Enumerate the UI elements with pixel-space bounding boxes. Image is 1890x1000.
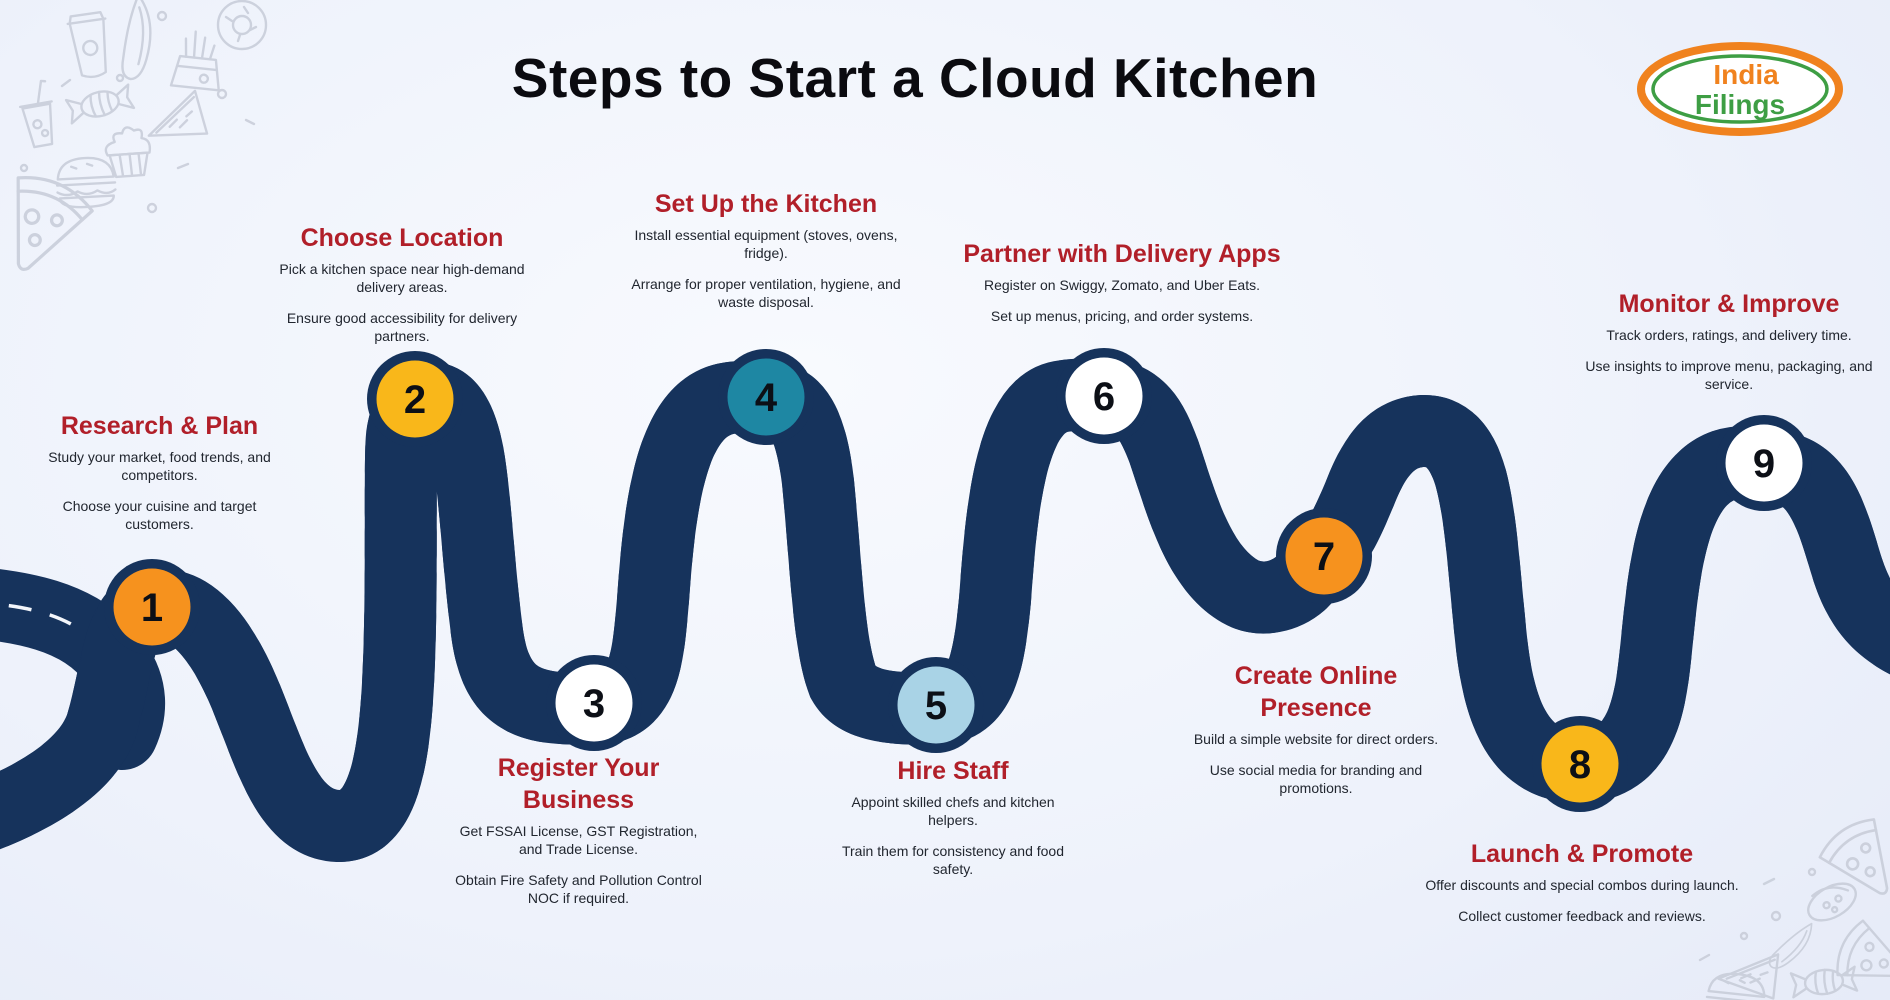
step-7-title: Create Online Presence <box>1234 662 1398 722</box>
indiafilings-logo: India Filings <box>1634 40 1846 143</box>
step-8-line-2: Collect customer feedback and reviews. <box>1458 908 1706 924</box>
step-3-marker: 3 <box>546 655 642 751</box>
step-8-number: 8 <box>1569 743 1591 787</box>
step-5-marker: 5 <box>888 657 984 753</box>
step-8-marker: 8 <box>1532 716 1628 812</box>
logo-text-filings: Filings <box>1695 89 1785 120</box>
step-4-text-block: Set Up the Kitchen Install essential equ… <box>630 188 902 311</box>
step-1-number: 1 <box>141 586 163 630</box>
step-1-circle <box>113 568 191 646</box>
step-6-line-1: Register on Swiggy, Zomato, and Uber Eat… <box>984 277 1260 293</box>
step-4-line-2: Arrange for proper ventilation, hygiene,… <box>631 276 901 310</box>
step-3-number: 3 <box>583 682 605 726</box>
step-6-number: 6 <box>1093 375 1115 419</box>
step-5-line-1: Appoint skilled chefs and kitchen helper… <box>851 794 1055 828</box>
step-4-circle <box>727 358 805 436</box>
step-1-text-block: Research & Plan Study your market, food … <box>37 410 282 533</box>
step-2-number: 2 <box>404 378 426 422</box>
step-7-line-2: Use social media for branding and promot… <box>1209 762 1423 796</box>
step-3-circle <box>555 664 633 742</box>
step-6-marker: 6 <box>1056 348 1152 444</box>
step-4-marker: 4 <box>718 349 814 445</box>
step-8-circle <box>1541 725 1619 803</box>
step-2-line-1: Pick a kitchen space near high-demand de… <box>279 261 525 295</box>
step-3-text-block: Register Your Business Get FSSAI License… <box>451 752 706 907</box>
step-9-text-block: Monitor & Improve Track orders, ratings,… <box>1570 288 1888 393</box>
indiafilings-logo-icon: India Filings <box>1637 42 1843 136</box>
step-5-circle <box>897 666 975 744</box>
step-8-title: Launch & Promote <box>1470 840 1694 868</box>
step-7-text-block: Create Online Presence Build a simple we… <box>1181 660 1451 797</box>
step-1-marker: 1 <box>104 559 200 655</box>
logo-text-india: India <box>1713 59 1779 90</box>
step-1-title: Research & Plan <box>60 412 259 440</box>
step-3-line-1: Get FSSAI License, GST Registration, and… <box>459 823 698 857</box>
food-doodles-top-left-icon <box>0 0 268 288</box>
step-5-text-block: Hire Staff Appoint skilled chefs and kit… <box>828 755 1078 878</box>
step-2-title: Choose Location <box>300 224 504 252</box>
step-4-number: 4 <box>755 376 778 420</box>
step-5-title: Hire Staff <box>897 757 1009 785</box>
step-4-line-1: Install essential equipment (stoves, ove… <box>634 227 898 261</box>
step-5-number: 5 <box>925 684 947 728</box>
step-6-circle <box>1065 357 1143 435</box>
step-7-circle <box>1285 517 1363 595</box>
step-9-line-1: Track orders, ratings, and delivery time… <box>1606 327 1852 343</box>
step-2-marker: 2 <box>367 351 463 447</box>
step-2-line-2: Ensure good accessibility for delivery p… <box>286 310 518 344</box>
road-path <box>0 394 1890 838</box>
step-8-text-block: Launch & Promote Offer discounts and spe… <box>1417 838 1747 925</box>
food-doodles-bottom-right-icon <box>1698 810 1890 1000</box>
step-5-line-2: Train them for consistency and food safe… <box>841 843 1065 877</box>
step-3-title: Register Your Business <box>497 754 660 814</box>
page-title: Steps to Start a Cloud Kitchen <box>511 47 1319 109</box>
step-8-line-1: Offer discounts and special combos durin… <box>1425 877 1739 893</box>
step-9-circle <box>1725 424 1803 502</box>
step-9-title: Monitor & Improve <box>1618 290 1840 318</box>
step-7-marker: 7 <box>1276 508 1372 604</box>
step-9-number: 9 <box>1753 442 1775 486</box>
step-7-line-1: Build a simple website for direct orders… <box>1193 731 1439 747</box>
step-4-title: Set Up the Kitchen <box>654 190 878 218</box>
step-1-line-1: Study your market, food trends, and comp… <box>48 449 271 483</box>
road-tail-centerline <box>0 602 79 630</box>
step-6-text-block: Partner with Delivery Apps Register on S… <box>947 238 1297 325</box>
step-2-text-block: Choose Location Pick a kitchen space nea… <box>277 222 527 345</box>
step-1-line-2: Choose your cuisine and target customers… <box>62 498 257 532</box>
step-9-line-2: Use insights to improve menu, packaging,… <box>1585 358 1873 392</box>
step-6-line-2: Set up menus, pricing, and order systems… <box>990 308 1254 324</box>
step-9-marker: 9 <box>1716 415 1812 511</box>
step-6-title: Partner with Delivery Apps <box>963 240 1281 268</box>
step-2-circle <box>376 360 454 438</box>
step-7-number: 7 <box>1313 535 1335 579</box>
step-3-line-2: Obtain Fire Safety and Pollution Control… <box>455 872 702 906</box>
